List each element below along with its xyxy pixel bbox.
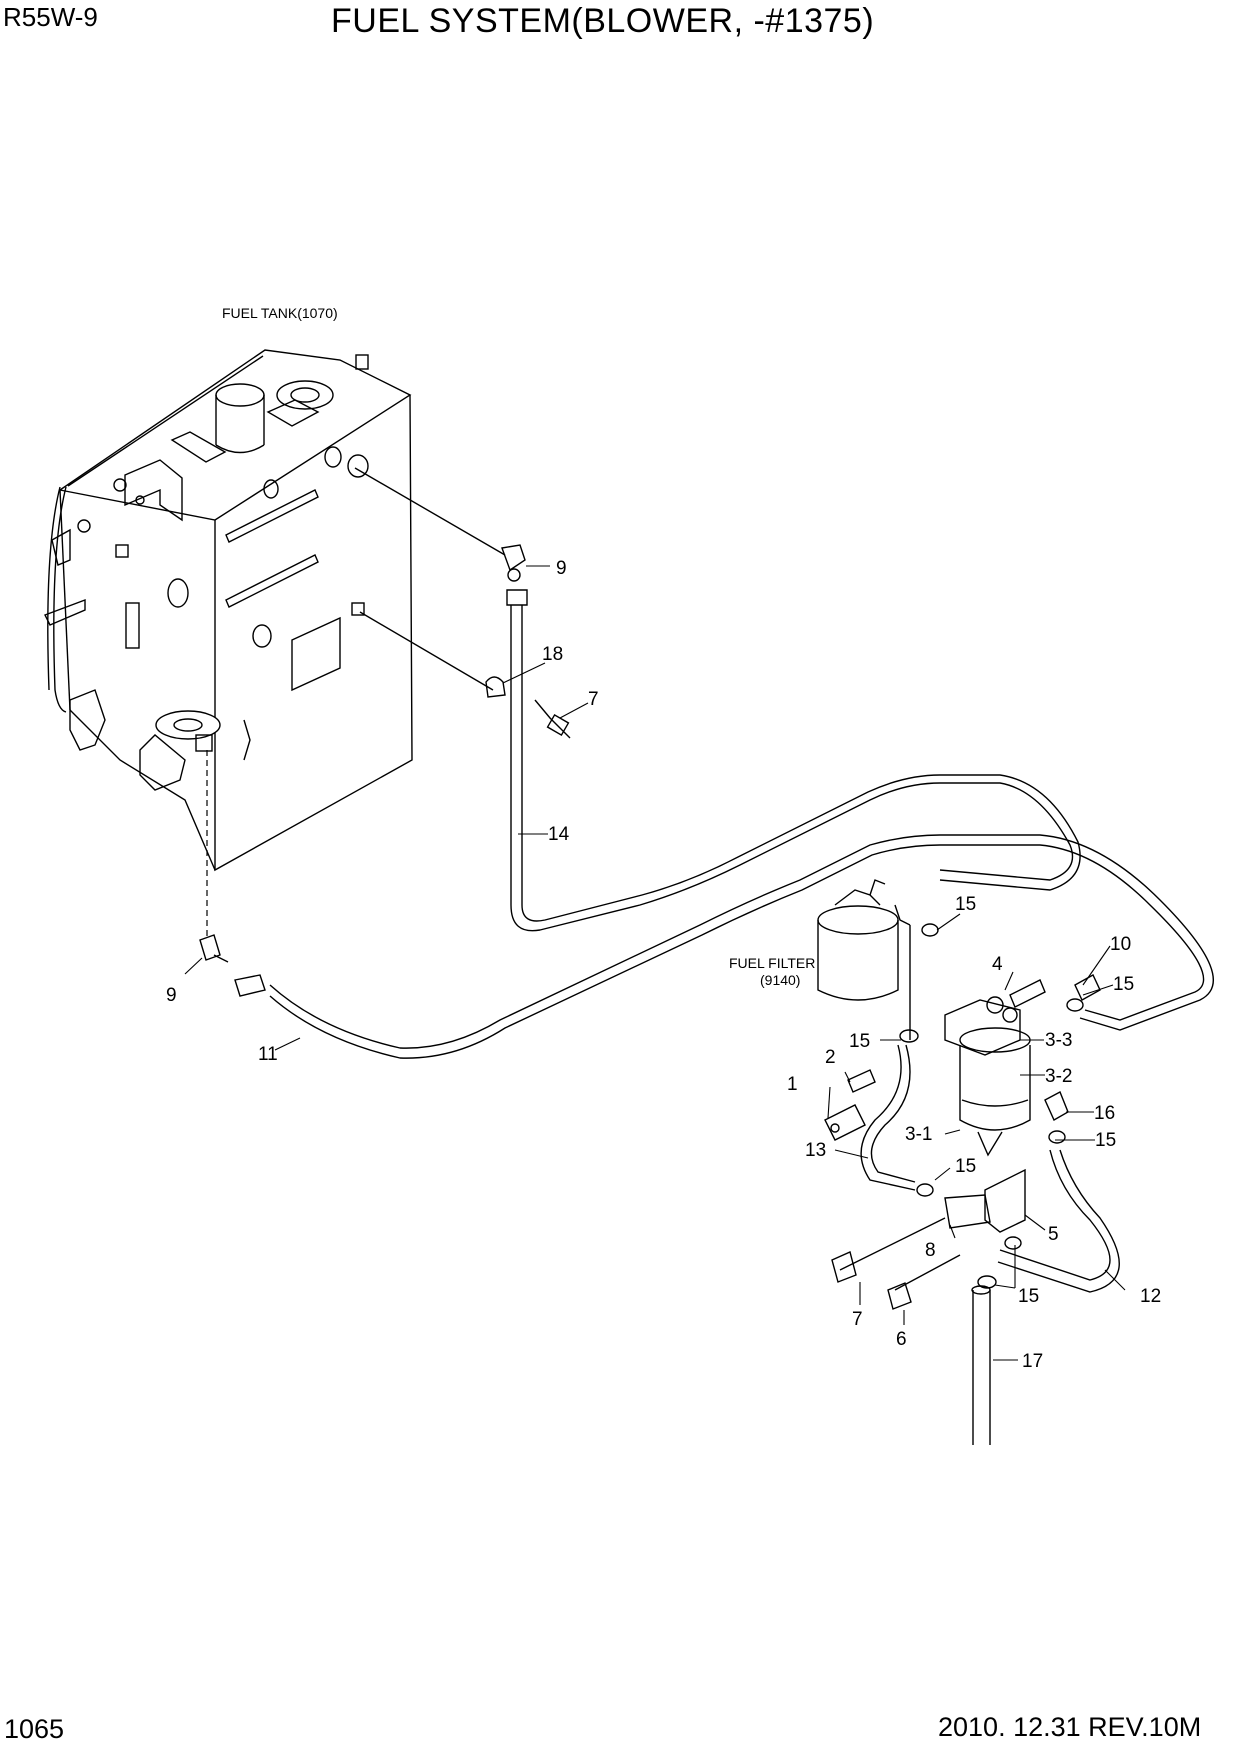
water-separator-3 — [944, 996, 1031, 1157]
callout-7-bottom: 7 — [852, 1309, 863, 1330]
fitting-9-left — [199, 934, 229, 963]
leader-lines — [184, 565, 1126, 1361]
callout-9-top: 9 — [556, 558, 567, 579]
page-title: FUEL SYSTEM(BLOWER, -#1375) — [331, 2, 875, 40]
callout-15-f: 15 — [1018, 1286, 1039, 1307]
callout-8: 8 — [925, 1240, 936, 1261]
callout-17: 17 — [1022, 1351, 1043, 1372]
hose-routing — [234, 605, 1215, 1445]
callout-15-d: 15 — [1095, 1130, 1116, 1151]
callout-5: 5 — [1048, 1224, 1059, 1245]
model-code: R55W-9 — [3, 2, 98, 32]
fitting-16 — [1044, 1091, 1069, 1121]
revision-date: 2010. 12.31 REV.10M — [938, 1712, 1202, 1742]
callout-14: 14 — [548, 824, 570, 845]
callout-1: 1 — [787, 1074, 798, 1095]
callout-15-a: 15 — [955, 894, 976, 915]
fuel-filter-9140 — [817, 879, 911, 1040]
callout-18: 18 — [542, 644, 563, 665]
bolt-7-top — [534, 699, 571, 739]
callout-7-top: 7 — [588, 689, 599, 710]
fuel-filter-label-line1: FUEL FILTER — [729, 955, 815, 971]
bolt-7-bottom — [831, 1217, 946, 1283]
callout-12: 12 — [1140, 1286, 1161, 1307]
callout-6: 6 — [896, 1329, 907, 1350]
page-number: 1065 — [4, 1714, 65, 1744]
callout-3-3: 3-3 — [1045, 1030, 1072, 1051]
callout-4: 4 — [992, 954, 1003, 975]
fuel-tank — [44, 349, 413, 940]
fuel-filter-label-line2: (9140) — [760, 972, 800, 988]
clamp-18 — [359, 611, 506, 698]
callout-2: 2 — [825, 1047, 836, 1068]
bracket-1 — [824, 1104, 866, 1141]
callout-13: 13 — [805, 1140, 826, 1161]
callout-16: 16 — [1094, 1103, 1115, 1124]
bracket-5 — [984, 1168, 1026, 1233]
callout-15-b: 15 — [1113, 974, 1134, 995]
fitting-4 — [1009, 979, 1046, 1008]
clips-15 — [899, 923, 1084, 1289]
callout-3-1: 3-1 — [905, 1124, 932, 1145]
callout-3-2: 3-2 — [1045, 1066, 1072, 1087]
callout-9-left: 9 — [166, 985, 177, 1006]
bolt-2 — [847, 1069, 876, 1093]
fuel-tank-label: FUEL TANK(1070) — [222, 305, 338, 321]
callout-15-e: 15 — [955, 1156, 976, 1177]
bolt-6 — [887, 1254, 961, 1310]
fitting-9-top — [354, 467, 528, 606]
callout-15-c: 15 — [849, 1031, 870, 1052]
pump-8 — [944, 1194, 991, 1229]
callout-11: 11 — [258, 1044, 278, 1065]
callout-10: 10 — [1110, 934, 1131, 955]
